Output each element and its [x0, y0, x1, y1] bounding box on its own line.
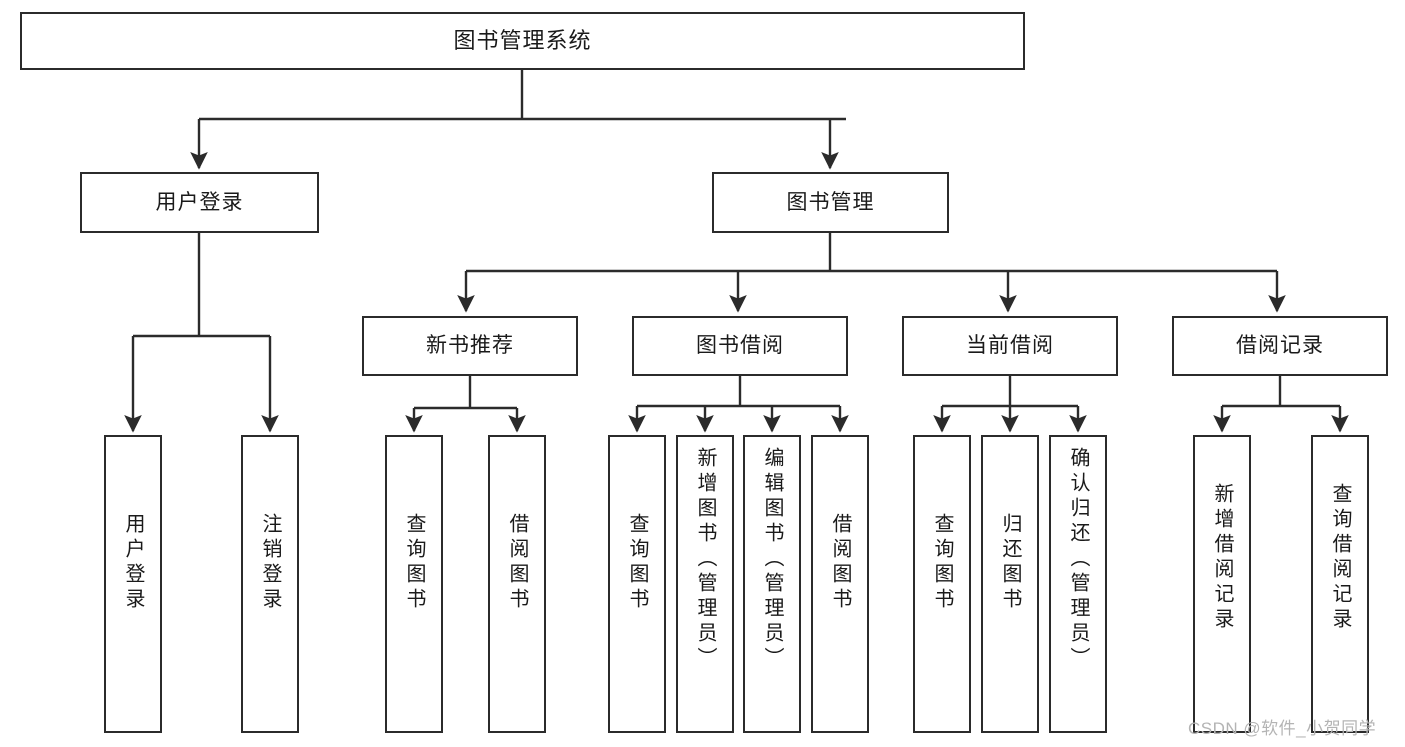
leaf-current-query-book-label: 查询图书 — [931, 513, 953, 613]
leaf-recommend-query-book[interactable]: 查询图书 — [385, 435, 443, 733]
node-new-book-recommend-label: 新书推荐 — [426, 334, 514, 358]
leaf-borrow-do-borrow-label: 借阅图书 — [829, 513, 851, 613]
leaf-current-return-book[interactable]: 归还图书 — [981, 435, 1039, 733]
leaf-borrow-do-borrow[interactable]: 借阅图书 — [811, 435, 869, 733]
leaf-borrow-edit-book[interactable]: 编辑图书（管理员） — [743, 435, 801, 733]
node-user-login-label: 用户登录 — [155, 190, 244, 214]
node-current-borrow[interactable]: 当前借阅 — [902, 316, 1118, 376]
node-book-borrow-label: 图书借阅 — [696, 334, 784, 358]
leaf-records-add-record-label: 新增借阅记录 — [1211, 483, 1233, 633]
leaf-current-return-book-label: 归还图书 — [999, 513, 1021, 613]
node-book-management[interactable]: 图书管理 — [712, 172, 949, 233]
node-borrow-records[interactable]: 借阅记录 — [1172, 316, 1388, 376]
leaf-user-login-label: 用户登录 — [122, 513, 144, 613]
leaf-borrow-add-book-label: 新增图书（管理员） — [694, 447, 716, 672]
node-root[interactable]: 图书管理系统 — [20, 12, 1025, 70]
leaf-records-query-record-label: 查询借阅记录 — [1329, 483, 1351, 633]
leaf-user-logout-label: 注销登录 — [259, 513, 281, 613]
leaf-recommend-query-book-label: 查询图书 — [403, 513, 425, 613]
node-book-borrow[interactable]: 图书借阅 — [632, 316, 848, 376]
leaf-recommend-borrow-book-label: 借阅图书 — [506, 513, 528, 613]
leaf-records-query-record[interactable]: 查询借阅记录 — [1311, 435, 1369, 733]
leaf-current-confirm-return[interactable]: 确认归还（管理员） — [1049, 435, 1107, 733]
leaf-current-query-book[interactable]: 查询图书 — [913, 435, 971, 733]
leaf-borrow-add-book[interactable]: 新增图书（管理员） — [676, 435, 734, 733]
leaf-borrow-edit-book-label: 编辑图书（管理员） — [761, 447, 783, 672]
node-new-book-recommend[interactable]: 新书推荐 — [362, 316, 578, 376]
node-root-label: 图书管理系统 — [453, 27, 592, 53]
leaf-borrow-query-book-label: 查询图书 — [626, 513, 648, 613]
leaf-recommend-borrow-book[interactable]: 借阅图书 — [488, 435, 546, 733]
leaf-current-confirm-return-label: 确认归还（管理员） — [1067, 447, 1089, 672]
node-user-login[interactable]: 用户登录 — [80, 172, 319, 233]
leaf-records-add-record[interactable]: 新增借阅记录 — [1193, 435, 1251, 733]
node-borrow-records-label: 借阅记录 — [1236, 334, 1324, 358]
leaf-user-logout[interactable]: 注销登录 — [241, 435, 299, 733]
leaf-user-login[interactable]: 用户登录 — [104, 435, 162, 733]
node-current-borrow-label: 当前借阅 — [966, 334, 1054, 358]
node-book-management-label: 图书管理 — [786, 190, 875, 214]
csdn-watermark: CSDN @软件_小贺同学 — [1188, 719, 1377, 738]
leaf-borrow-query-book[interactable]: 查询图书 — [608, 435, 666, 733]
